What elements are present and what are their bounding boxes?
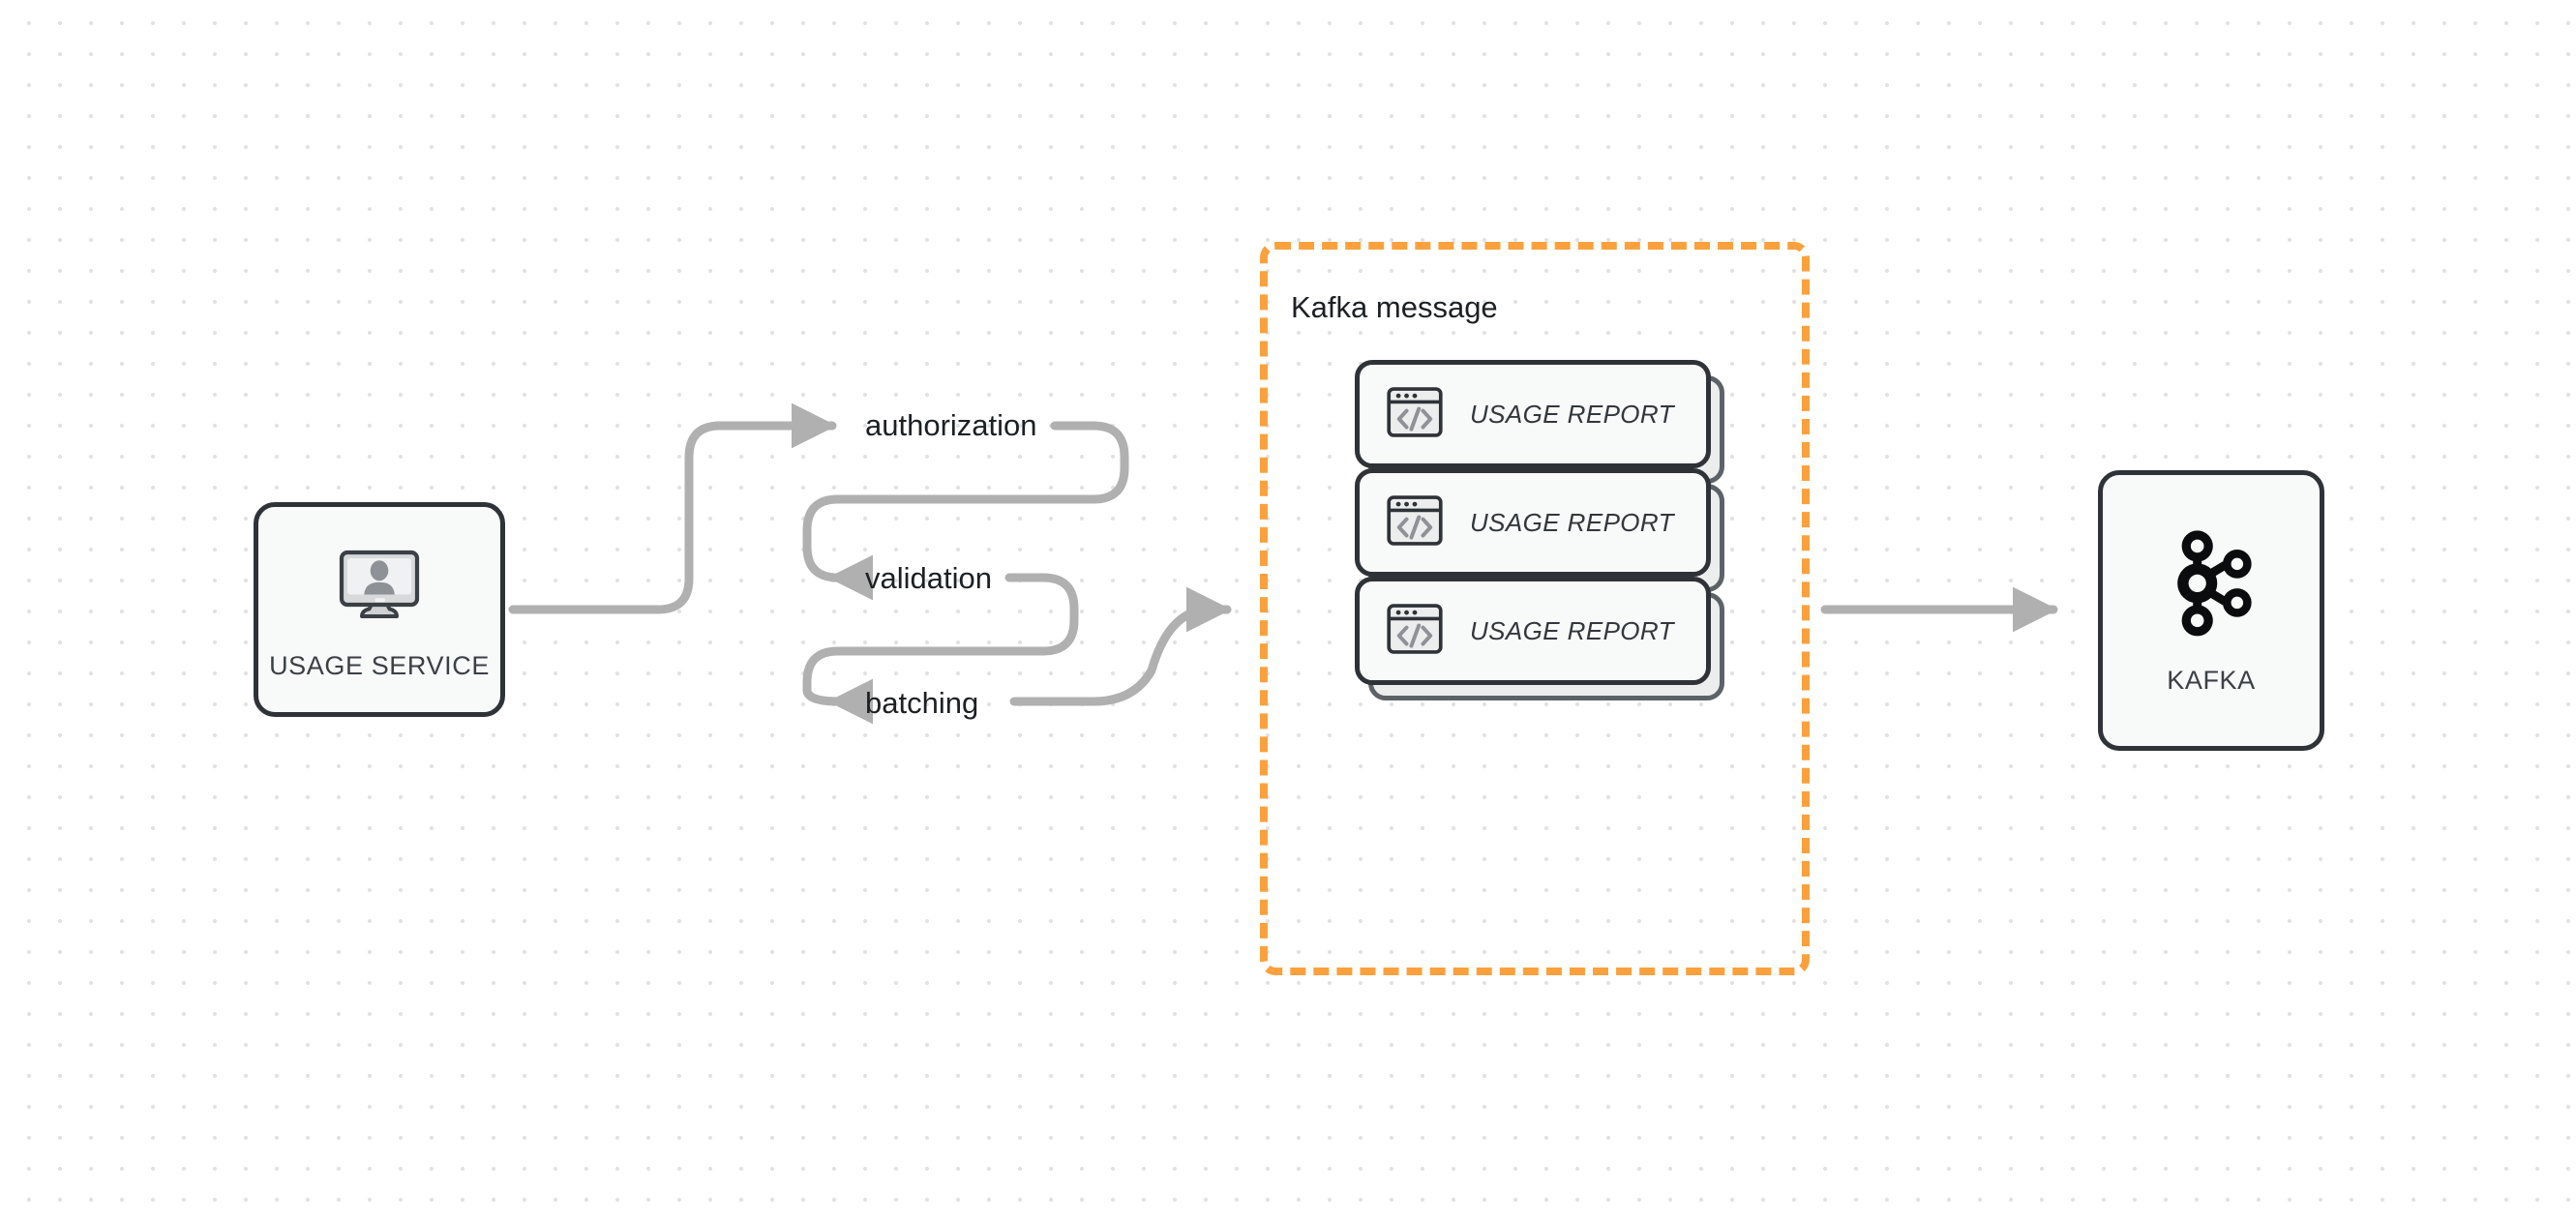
card-label: USAGE REPORT: [1470, 399, 1674, 429]
card-face[interactable]: USAGE REPORT: [1355, 468, 1711, 577]
kafka-logo-icon: [2161, 525, 2261, 644]
monitor-user-icon: [333, 538, 426, 636]
edge-validation-to-batching: [802, 573, 1079, 725]
card-usage-report[interactable]: USAGE REPORT: [1355, 577, 1724, 700]
code-window-icon: [1385, 382, 1445, 447]
card-face[interactable]: USAGE REPORT: [1355, 577, 1711, 685]
edge-batching-to-kafka-message: [1009, 586, 1232, 706]
code-window-icon: [1385, 491, 1445, 555]
group-kafka-message: [1260, 242, 1810, 975]
node-kafka[interactable]: KAFKA: [2098, 470, 2324, 751]
node-usage-service[interactable]: USAGE SERVICE: [254, 502, 505, 717]
step-label-authorization: authorization: [865, 408, 1037, 442]
step-label-validation: validation: [865, 561, 992, 595]
edge-usage-service-to-authorization: [508, 402, 837, 614]
edge-authorization-to-validation: [802, 421, 1129, 601]
card-usage-report[interactable]: USAGE REPORT: [1355, 360, 1724, 484]
card-usage-report[interactable]: USAGE REPORT: [1355, 468, 1724, 592]
group-title-kafka-message: Kafka message: [1291, 290, 1498, 324]
card-face[interactable]: USAGE REPORT: [1355, 360, 1711, 468]
node-label-usage-service: USAGE SERVICE: [269, 651, 490, 680]
code-window-icon: [1385, 599, 1445, 664]
step-label-batching: batching: [865, 686, 979, 720]
card-label: USAGE REPORT: [1470, 615, 1674, 645]
card-label: USAGE REPORT: [1470, 507, 1674, 537]
node-label-kafka: KAFKA: [2167, 666, 2256, 695]
